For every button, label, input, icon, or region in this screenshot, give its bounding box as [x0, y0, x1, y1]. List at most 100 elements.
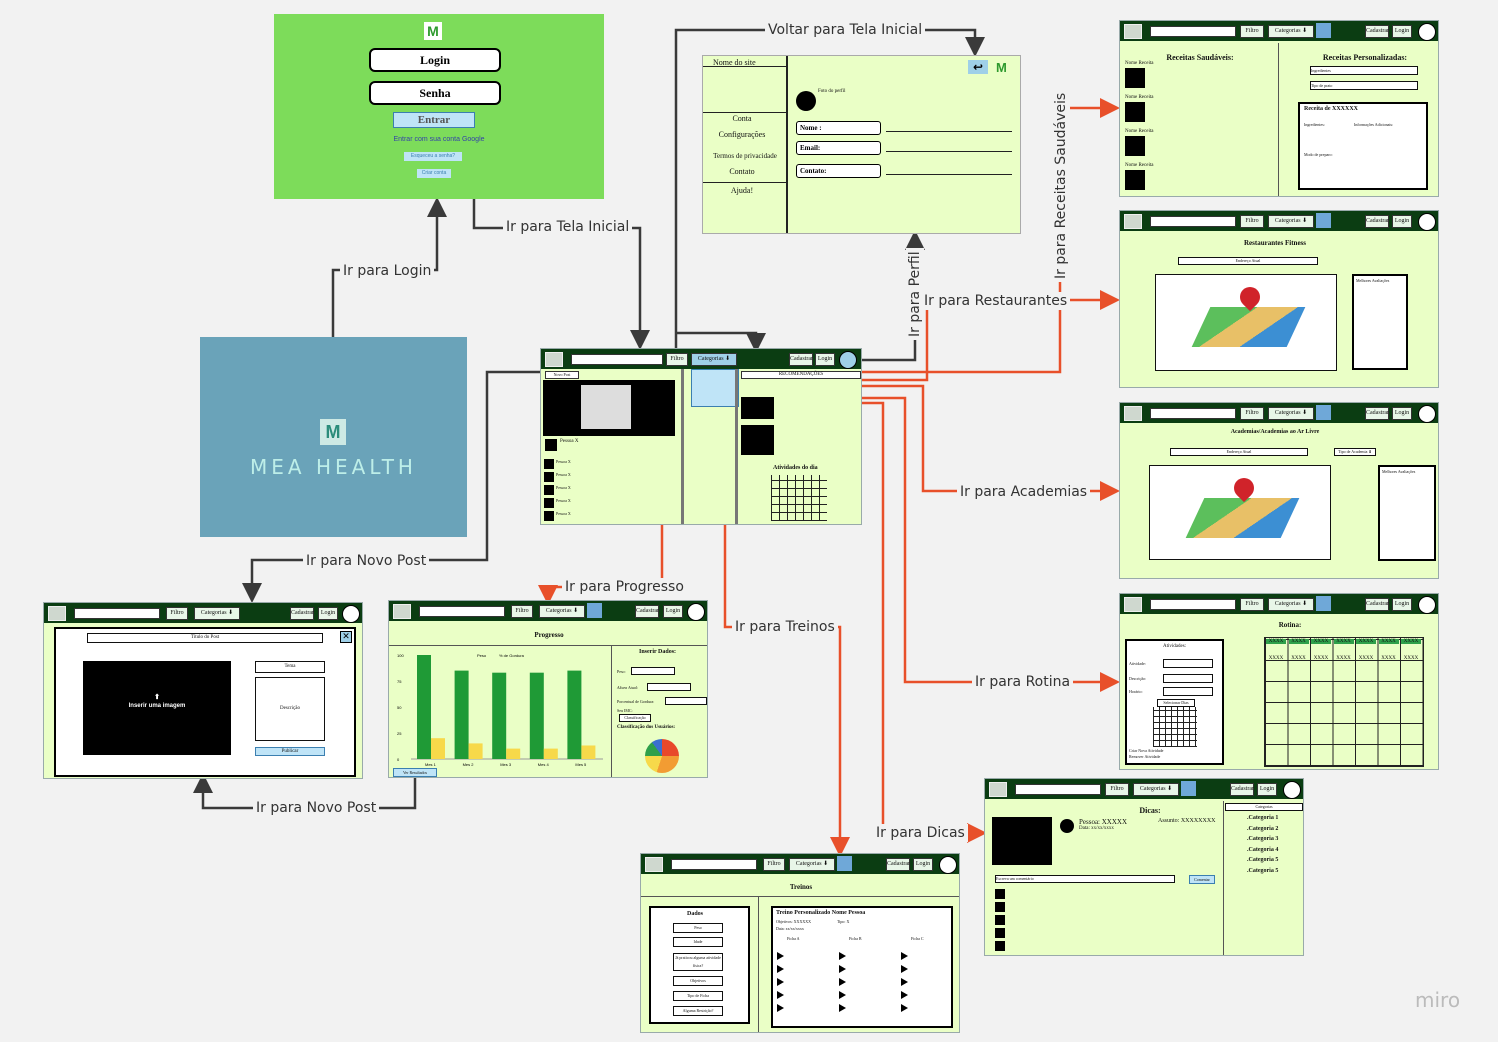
register-button[interactable]: Cadastrar [290, 607, 314, 620]
categories-button[interactable]: Categorias ⬇ [1268, 407, 1314, 420]
fat-input[interactable] [665, 697, 707, 705]
filter-button[interactable]: Filtro [1240, 215, 1264, 228]
email-field[interactable]: Email: [796, 141, 881, 155]
login-field[interactable]: Login [369, 48, 501, 72]
profile-avatar-icon[interactable] [1418, 23, 1436, 41]
theme-input[interactable]: Tema [255, 661, 325, 673]
description-input[interactable]: Descrição [255, 677, 325, 741]
weight-input[interactable] [631, 667, 675, 675]
image-upload-area[interactable] [83, 661, 231, 755]
category-item[interactable]: .Categoria 1 [1247, 815, 1279, 821]
category-item[interactable]: .Categoria 4 [1247, 846, 1279, 853]
enter-button[interactable]: Entrar [393, 112, 475, 128]
data-field[interactable]: Alguma Restrição? [673, 1006, 723, 1016]
gym-type-select[interactable]: Tipo de Academia ⬇ [1334, 448, 1376, 456]
play-icon[interactable] [901, 1004, 908, 1012]
home-icon[interactable] [1316, 596, 1331, 611]
register-button[interactable]: Cadastrar [635, 605, 659, 618]
categories-button[interactable]: Categorias ⬇ [1133, 783, 1179, 796]
play-icon[interactable] [777, 952, 784, 960]
topbar-login-button[interactable]: Login [1392, 598, 1412, 611]
comment-input[interactable]: Escreva um comentário [995, 875, 1175, 883]
height-input[interactable] [647, 683, 691, 691]
categories-button[interactable]: Categorias ⬇ [539, 605, 585, 618]
data-field[interactable]: Idade [673, 937, 723, 947]
categories-button[interactable]: Categorias ⬇ [1268, 215, 1314, 228]
home-icon[interactable] [587, 603, 602, 618]
home-icon[interactable] [1316, 405, 1331, 420]
filter-button[interactable]: Filtro [763, 858, 785, 871]
close-icon[interactable]: ✕ [340, 631, 352, 643]
data-field[interactable]: Já praticou alguma atividade física? [673, 953, 723, 971]
play-icon[interactable] [839, 978, 846, 986]
categories-button[interactable]: Categorias ⬇ [691, 353, 737, 366]
play-icon[interactable] [901, 952, 908, 960]
home-icon[interactable] [837, 856, 852, 871]
topbar-login-button[interactable]: Login [318, 607, 338, 620]
comment-button[interactable]: Comentar [1189, 875, 1215, 884]
register-button[interactable]: Cadastrar [1365, 25, 1389, 38]
new-post-button[interactable]: Novo Post [545, 371, 579, 379]
create-account-link[interactable]: Criar conta [417, 169, 451, 178]
remove-activity-link[interactable]: Remover Atividade [1129, 754, 1161, 759]
contact-field[interactable]: Contato: [796, 164, 881, 178]
filter-button[interactable]: Filtro [166, 607, 188, 620]
address-input[interactable]: Endereço Atual [1178, 257, 1318, 265]
activity-input[interactable] [1163, 659, 1213, 668]
ingredients-input[interactable]: Ingredientes [1310, 66, 1418, 75]
google-login-link[interactable]: Entrar com sua conta Google [393, 136, 485, 143]
description-input[interactable] [1163, 674, 1213, 683]
publish-button[interactable]: Publicar [255, 747, 325, 756]
topbar-login-button[interactable]: Login [1392, 25, 1412, 38]
password-field[interactable]: Senha [369, 81, 501, 105]
filter-button[interactable]: Filtro [1105, 783, 1129, 796]
categories-button[interactable]: Categorias ⬇ [1268, 25, 1314, 38]
play-icon[interactable] [839, 1004, 846, 1012]
topbar-login-button[interactable]: Login [1392, 215, 1412, 228]
profile-avatar-icon[interactable] [939, 856, 957, 874]
address-input[interactable]: Endereço Atual [1170, 448, 1308, 456]
filter-button[interactable]: Filtro [666, 353, 688, 366]
play-icon[interactable] [839, 991, 846, 999]
category-item[interactable]: .Categoria 5 [1247, 867, 1279, 874]
categories-button[interactable]: Categorias ⬇ [789, 858, 835, 871]
data-field[interactable]: Objetivos [673, 976, 723, 986]
topbar-login-button[interactable]: Login [1257, 783, 1277, 796]
time-input[interactable] [1163, 687, 1213, 696]
filter-button[interactable]: Filtro [1240, 25, 1264, 38]
category-item[interactable]: .Categoria 5 [1247, 857, 1279, 863]
home-icon[interactable] [1316, 213, 1331, 228]
home-icon[interactable] [1316, 23, 1331, 38]
category-item[interactable]: .Categoria 3 [1247, 836, 1279, 842]
register-button[interactable]: Cadastrar [886, 858, 910, 871]
profile-avatar-icon[interactable] [1418, 213, 1436, 231]
create-activity-link[interactable]: Criar Nova Atividade [1129, 748, 1164, 753]
register-button[interactable]: Cadastrar [1365, 598, 1389, 611]
back-icon[interactable]: ↩ [968, 60, 988, 74]
data-field[interactable]: Peso [673, 923, 723, 933]
view-results-button[interactable]: Ver Resultados [393, 768, 437, 777]
play-icon[interactable] [777, 991, 784, 999]
forgot-password-link[interactable]: Esqueceu a senha? [404, 152, 462, 161]
play-icon[interactable] [777, 978, 784, 986]
select-days-button[interactable]: Selecionar Dias [1157, 699, 1195, 707]
data-field[interactable]: Tipo de Ficha [673, 991, 723, 1001]
play-icon[interactable] [777, 1004, 784, 1012]
register-button[interactable]: Cadastrar [1365, 407, 1389, 420]
filter-button[interactable]: Filtro [511, 605, 533, 618]
register-button[interactable]: Cadastrar [1230, 783, 1254, 796]
play-icon[interactable] [901, 965, 908, 973]
menu-configuracoes[interactable]: Configurações [718, 130, 766, 139]
dish-type-input[interactable]: Tipo de prato [1310, 81, 1418, 90]
menu-conta[interactable]: Conta [732, 114, 752, 123]
name-field[interactable]: Nome : [796, 121, 881, 135]
menu-ajuda[interactable]: Ajuda! [730, 186, 754, 195]
play-icon[interactable] [901, 991, 908, 999]
topbar-login-button[interactable]: Login [815, 353, 835, 366]
profile-avatar-icon[interactable] [687, 603, 705, 621]
profile-avatar-icon[interactable] [342, 605, 360, 623]
profile-avatar-icon[interactable] [839, 351, 857, 369]
play-icon[interactable] [839, 965, 846, 973]
map-view[interactable] [1149, 465, 1331, 560]
profile-avatar-icon[interactable] [1283, 781, 1301, 799]
